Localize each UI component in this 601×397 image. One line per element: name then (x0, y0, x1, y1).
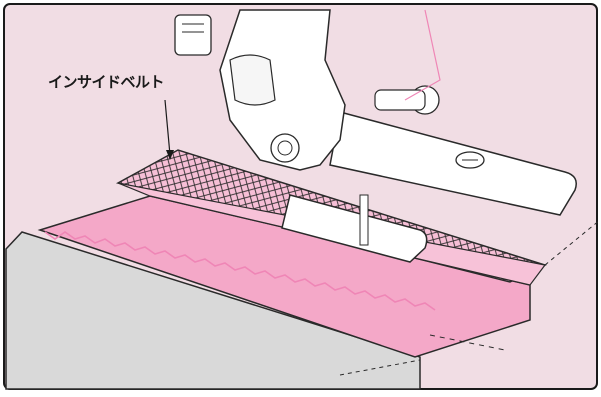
inside-belt-label: インサイドベルト (48, 71, 164, 92)
dial-icon (175, 15, 211, 55)
adjust-knob-icon (271, 134, 299, 162)
